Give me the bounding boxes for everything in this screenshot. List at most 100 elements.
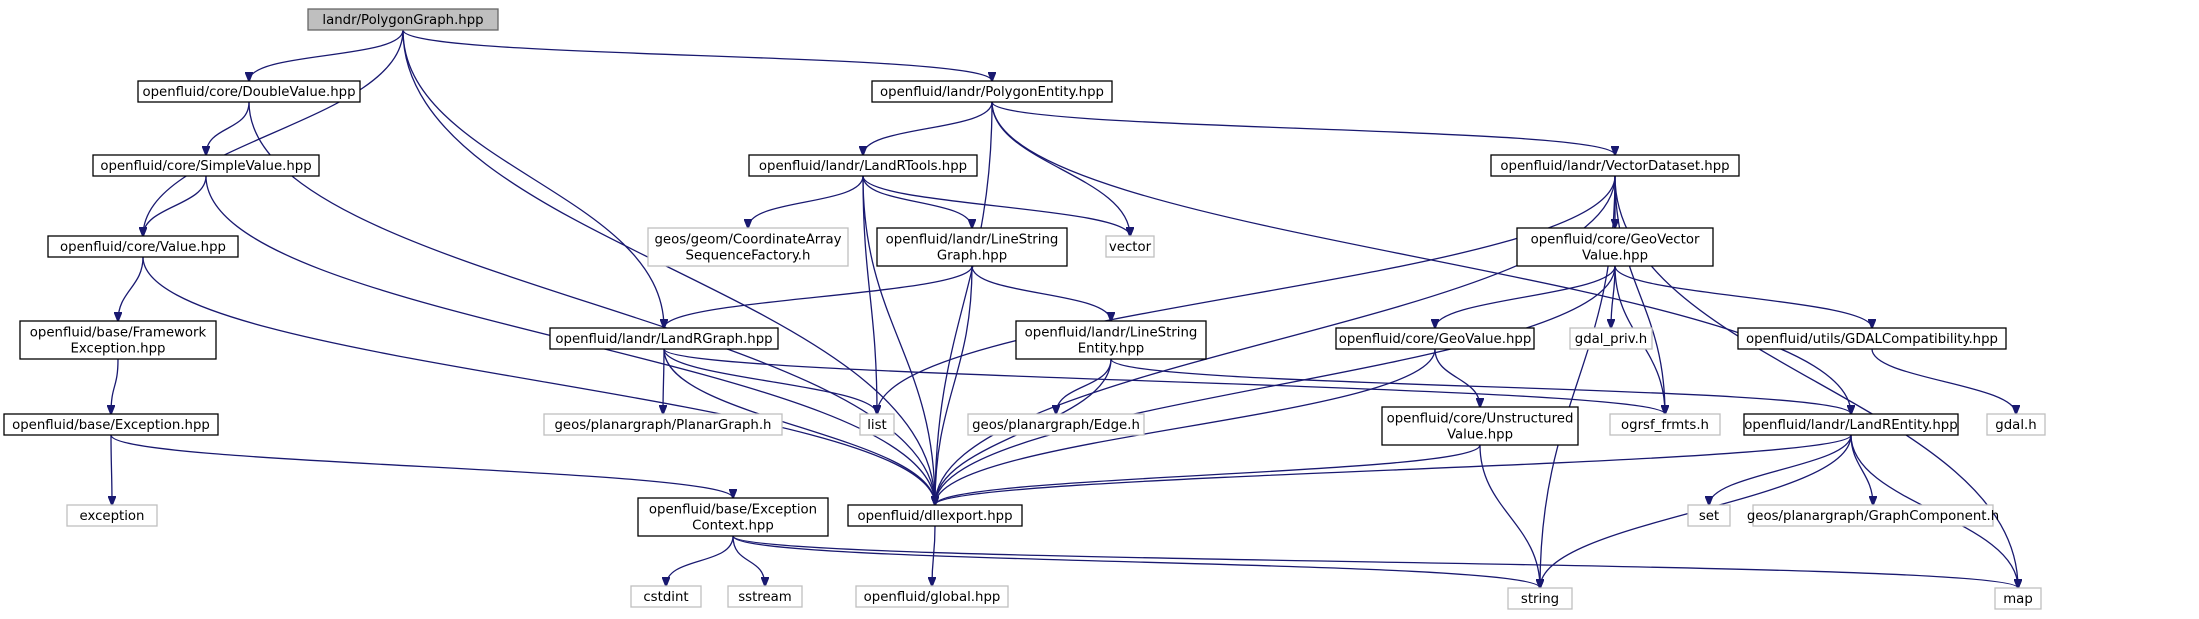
node-n12[interactable]: openfluid/landr/LandRGraph.hpp bbox=[549, 327, 779, 350]
node-label: geos/planargraph/PlanarGraph.h bbox=[554, 418, 771, 433]
edge-n12-n19 bbox=[663, 348, 877, 414]
node-n29: geos/planargraph/GraphComponent.h bbox=[1747, 504, 1999, 527]
node-n25: exception bbox=[66, 504, 158, 527]
node-n15: gdal_priv.h bbox=[1569, 327, 1653, 350]
edge-n0-n12 bbox=[402, 29, 664, 328]
edge-n17-n25 bbox=[111, 434, 112, 505]
edge-n21-n27 bbox=[935, 444, 1481, 505]
node-label: openfluid/base/Framework bbox=[30, 326, 207, 341]
node-label: openfluid/landr/VectorDataset.hpp bbox=[1500, 159, 1729, 174]
node-label: Value.hpp bbox=[1582, 249, 1648, 264]
node-label: openfluid/landr/LandREntity.hpp bbox=[1744, 418, 1957, 433]
node-label: openfluid/dllexport.hpp bbox=[857, 509, 1012, 524]
node-n6[interactable]: openfluid/core/Value.hpp bbox=[47, 235, 239, 258]
node-label: openfluid/landr/LineString bbox=[1025, 326, 1198, 341]
edge-n17-n26 bbox=[110, 434, 733, 498]
node-n23[interactable]: openfluid/landr/LandREntity.hpp bbox=[1743, 413, 1959, 436]
edge-n0-n27 bbox=[402, 29, 935, 505]
node-label: geos/planargraph/GraphComponent.h bbox=[1747, 509, 1999, 524]
node-box bbox=[855, 585, 1009, 608]
node-box bbox=[1752, 504, 1994, 527]
edges-layer bbox=[110, 29, 2018, 588]
node-n3[interactable]: openfluid/core/SimpleValue.hpp bbox=[92, 154, 320, 177]
node-label: sstream bbox=[738, 590, 792, 605]
node-box bbox=[727, 585, 803, 608]
node-box bbox=[307, 8, 499, 31]
node-n31: sstream bbox=[727, 585, 803, 608]
edge-n0-n1 bbox=[249, 29, 404, 81]
edge-n12-n27 bbox=[663, 348, 935, 505]
edge-n26-n34 bbox=[732, 535, 2018, 588]
node-box bbox=[549, 327, 779, 350]
edge-n2-n5 bbox=[991, 101, 1615, 155]
edge-n2-n4 bbox=[863, 101, 993, 155]
node-box bbox=[66, 504, 158, 527]
node-label: set bbox=[1699, 509, 1719, 524]
node-box bbox=[1609, 413, 1721, 436]
node-label: Graph.hpp bbox=[937, 249, 1007, 264]
node-label: list bbox=[867, 418, 887, 433]
node-n18: geos/planargraph/PlanarGraph.h bbox=[543, 413, 783, 436]
node-box bbox=[1737, 327, 2007, 350]
node-label: landr/PolygonGraph.hpp bbox=[322, 13, 483, 28]
node-box bbox=[1335, 327, 1535, 350]
node-label: Exception.hpp bbox=[71, 342, 166, 357]
node-label: Entity.hpp bbox=[1078, 342, 1144, 357]
node-label: openfluid/landr/LineString bbox=[886, 233, 1059, 248]
node-label: vector bbox=[1109, 240, 1152, 255]
node-n14[interactable]: openfluid/core/GeoValue.hpp bbox=[1335, 327, 1535, 350]
node-n27[interactable]: openfluid/dllexport.hpp bbox=[847, 504, 1023, 527]
edge-n4-n7 bbox=[748, 175, 864, 228]
node-label: openfluid/landr/LandRTools.hpp bbox=[759, 159, 967, 174]
edge-n5-n19 bbox=[877, 175, 1616, 414]
node-n20: geos/planargraph/Edge.h bbox=[967, 413, 1145, 436]
node-label: map bbox=[2003, 592, 2033, 607]
edge-n10-n27 bbox=[935, 265, 1616, 505]
edge-n3-n6 bbox=[143, 175, 207, 236]
node-label: string bbox=[1521, 592, 1559, 607]
edge-n0-n2 bbox=[402, 29, 992, 81]
node-box bbox=[1015, 320, 1207, 360]
node-n1[interactable]: openfluid/core/DoubleValue.hpp bbox=[137, 80, 361, 103]
node-n33: string bbox=[1507, 587, 1573, 610]
edge-n13-n23 bbox=[1110, 358, 1851, 414]
edge-n16-n24 bbox=[1871, 348, 2016, 414]
node-label: ogrsf_frmts.h bbox=[1621, 418, 1709, 433]
node-box bbox=[47, 235, 239, 258]
node-n4[interactable]: openfluid/landr/LandRTools.hpp bbox=[748, 154, 978, 177]
node-box bbox=[748, 154, 978, 177]
edge-n27-n32 bbox=[932, 525, 935, 586]
node-box bbox=[1986, 413, 2046, 436]
node-n30: cstdint bbox=[630, 585, 702, 608]
edge-n10-n16 bbox=[1614, 265, 1872, 328]
node-n22: ogrsf_frmts.h bbox=[1609, 413, 1721, 436]
node-n28: set bbox=[1687, 504, 1731, 527]
node-box bbox=[859, 413, 895, 436]
node-n17[interactable]: openfluid/base/Exception.hpp bbox=[3, 413, 219, 436]
node-box bbox=[543, 413, 783, 436]
node-n16[interactable]: openfluid/utils/GDALCompatibility.hpp bbox=[1737, 327, 2007, 350]
edge-n12-n18 bbox=[663, 348, 664, 414]
node-box bbox=[1687, 504, 1731, 527]
node-box bbox=[967, 413, 1145, 436]
node-n0[interactable]: landr/PolygonGraph.hpp bbox=[307, 8, 499, 31]
node-n34: map bbox=[1994, 587, 2042, 610]
nodes-layer: landr/PolygonGraph.hpp openfluid/core/Dou… bbox=[3, 8, 2046, 610]
edge-n0-n6 bbox=[143, 29, 404, 236]
node-label: openfluid/base/Exception.hpp bbox=[12, 418, 210, 433]
node-label: openfluid/core/SimpleValue.hpp bbox=[100, 159, 311, 174]
node-n7: geos/geom/CoordinateArraySequenceFactory… bbox=[647, 227, 849, 267]
node-box bbox=[630, 585, 702, 608]
edge-n8-n12 bbox=[664, 265, 973, 328]
edge-n23-n29 bbox=[1850, 434, 1873, 505]
node-n5[interactable]: openfluid/landr/VectorDataset.hpp bbox=[1490, 154, 1740, 177]
node-n2[interactable]: openfluid/landr/PolygonEntity.hpp bbox=[871, 80, 1113, 103]
node-label: exception bbox=[80, 509, 145, 524]
